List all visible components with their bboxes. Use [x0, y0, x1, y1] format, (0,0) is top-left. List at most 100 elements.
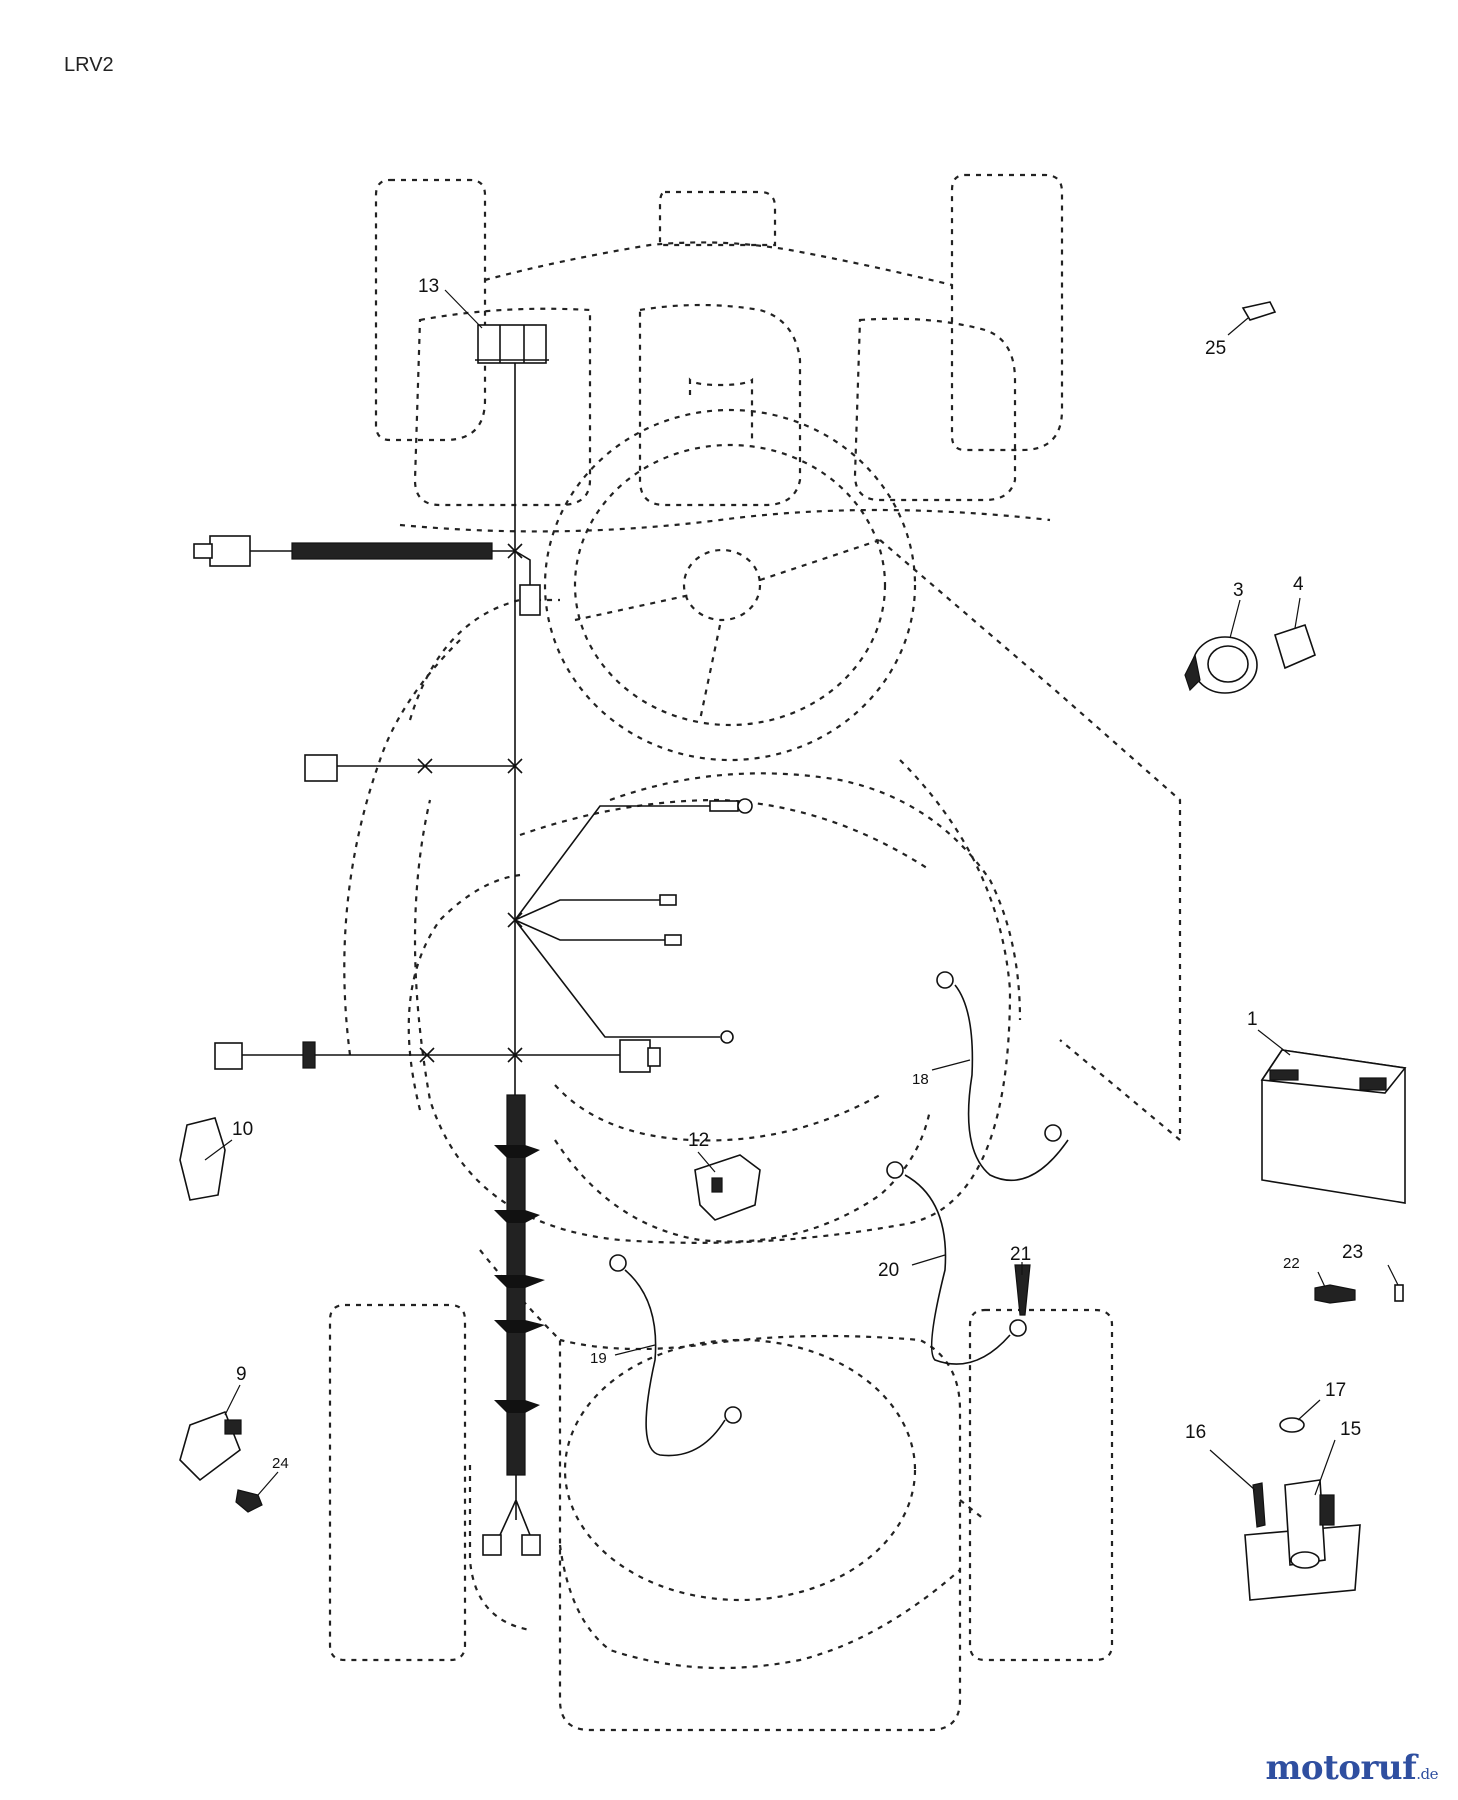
seat-left-lobe [407, 873, 521, 1111]
callout-labels: 13 25 3 4 1 10 12 18 20 19 21 22 23 9 24… [232, 276, 1363, 1472]
connector-13 [477, 324, 547, 364]
part-4-relay [1274, 623, 1316, 670]
part-15-solenoid-assembly [1244, 1479, 1361, 1601]
callout-21: 21 [1010, 1244, 1031, 1265]
page-code: LRV2 [64, 54, 114, 76]
part-12-seat-switch [694, 1154, 761, 1221]
cable-19-ring-top [609, 1254, 627, 1272]
leader-lines [204, 289, 1399, 1496]
hood-inner-center [638, 303, 802, 507]
part-21-screw [1014, 1264, 1031, 1316]
watermark-tld: .de [1416, 1765, 1438, 1783]
harness-junctions [417, 543, 523, 1063]
ring-term-lower [720, 1030, 734, 1044]
main-harness [193, 324, 753, 1556]
rear-frame-right [959, 1499, 986, 1521]
cable-18 [954, 984, 1069, 1182]
rear-left-wheel-outline [328, 1303, 467, 1662]
connector-right-lower [619, 1039, 651, 1073]
seat-outline-upper [519, 798, 931, 871]
hood-outline [484, 241, 953, 287]
cable-18-ring-top [936, 971, 954, 989]
callout-19: 19 [590, 1350, 607, 1367]
cable-19-ring-bottom [724, 1406, 742, 1424]
seat-inner-curve [554, 1084, 881, 1142]
part-1-battery [1260, 1049, 1407, 1204]
rear-deck-circle [563, 1338, 917, 1602]
part-25-fuse [1241, 301, 1277, 321]
cable-19 [624, 1269, 726, 1457]
callout-9: 9 [236, 1364, 247, 1385]
conduit-left-upper [291, 542, 493, 560]
watermark-logo: motoruf.de [1265, 1748, 1438, 1788]
steering-column [688, 377, 754, 440]
front-left-wheel-outline [374, 178, 487, 442]
branch-upper-ring [514, 805, 710, 921]
part-17-nut [1279, 1417, 1305, 1433]
steering-wheel-outer [543, 408, 917, 762]
part-10-switch [179, 1117, 226, 1201]
front-center-outline [658, 190, 777, 247]
callout-25: 25 [1205, 338, 1226, 359]
callout-13: 13 [418, 276, 439, 297]
rear-lower-outline [558, 1544, 961, 1670]
fender-left [343, 639, 461, 1056]
part-22-bolt [1314, 1284, 1356, 1304]
mower-outline [328, 173, 1182, 1732]
steering-spoke-1 [574, 593, 691, 622]
callout-10: 10 [232, 1119, 253, 1140]
ring-term-upper [737, 798, 753, 814]
fuse-holder [302, 1041, 316, 1069]
callout-12: 12 [688, 1130, 709, 1151]
ring-term-upper-body [709, 800, 739, 812]
callout-22: 22 [1283, 1255, 1300, 1272]
watermark-main: motoruf [1265, 1748, 1417, 1788]
spade-term-2 [664, 934, 682, 946]
plug-left-middle [304, 754, 338, 782]
branch-spade-1 [514, 899, 660, 921]
part-24-screw [235, 1489, 263, 1513]
seat-back-top [609, 772, 1022, 1021]
cable-20-ring-top [886, 1161, 904, 1179]
relay-lead [514, 550, 531, 585]
rear-right-wheel-outline [968, 1308, 1114, 1662]
callout-1: 1 [1247, 1009, 1258, 1030]
hood-lower [399, 508, 1051, 533]
callout-17: 17 [1325, 1380, 1346, 1401]
part-16-bolt [1252, 1482, 1266, 1528]
hood-inner-right [853, 317, 1017, 502]
bottom-split [499, 1475, 531, 1536]
callout-16: 16 [1185, 1422, 1206, 1443]
branch-lower-ring [514, 919, 720, 1038]
cable-20 [904, 1174, 1011, 1365]
steering-spoke-3 [698, 624, 722, 721]
cable-18-ring-bottom [1044, 1124, 1062, 1142]
part-9-switch [179, 1410, 242, 1482]
callout-24: 24 [272, 1455, 289, 1472]
front-right-wheel-outline [950, 173, 1064, 452]
callout-4: 4 [1293, 574, 1304, 595]
steering-spoke-2 [759, 538, 881, 582]
callout-18: 18 [912, 1071, 929, 1088]
connector-right-lower-tab [647, 1047, 661, 1067]
plug-left-lower [214, 1042, 243, 1070]
callout-23: 23 [1342, 1242, 1363, 1263]
callout-15: 15 [1340, 1419, 1361, 1440]
relay-small [519, 584, 541, 616]
seat-outline-outer [408, 598, 1012, 1244]
dash-panel-right [879, 539, 1182, 1143]
seat-base [554, 1109, 932, 1243]
bottom-plug-right [521, 1534, 541, 1556]
plug-left-upper [209, 535, 251, 567]
callout-3: 3 [1233, 580, 1244, 601]
steering-wheel-hub [682, 548, 762, 622]
spade-term-1 [659, 894, 677, 906]
rear-body-outline [479, 1249, 962, 1732]
callout-20: 20 [878, 1260, 899, 1281]
parts [179, 301, 1407, 1601]
part-23-nut [1394, 1284, 1404, 1302]
cable-20-ring-bottom [1009, 1319, 1027, 1337]
harness-clips [494, 1145, 545, 1413]
ground-cables [609, 971, 1069, 1457]
